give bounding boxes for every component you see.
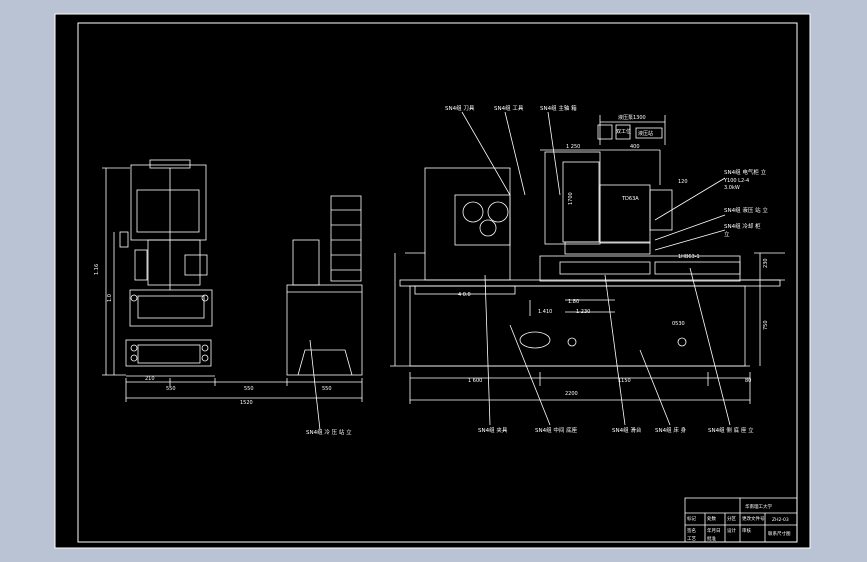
label-motor-box: 双工位 [616, 128, 631, 135]
label-mid-base: SN4组 中间 底座 [535, 426, 578, 434]
label-cooling-cabinet-2: 立 [724, 230, 730, 238]
label-tool: SN4组 工具 [494, 104, 524, 112]
title-cell-1: 标记 [687, 515, 696, 522]
drawing-inner-frame [77, 22, 798, 543]
dim-left-w4: 550 [322, 386, 332, 392]
title-cell-5: 签名 [687, 527, 696, 534]
title-cell-2: 处数 [707, 515, 716, 522]
label-cooling-cabinet: SN4组 冷却 柜 [724, 222, 761, 230]
dim-bot-1600: 1 600 [468, 378, 482, 384]
title-cell-10: 批准 [707, 535, 716, 542]
dim-right-120: 120 [678, 179, 688, 185]
label-fixture: SN4组 夹具 [478, 426, 508, 434]
title-drawing-name: 联系尺寸图 [768, 530, 791, 537]
dim-top-1250: 1 250 [566, 144, 580, 150]
dim-left-height: 1.16 [94, 264, 100, 275]
dim-mid-0530: 0530 [672, 321, 685, 327]
right-front-view [390, 111, 785, 426]
title-drawing-no: ZH2-03 [772, 517, 789, 523]
dim-top-400: 400 [630, 144, 640, 150]
label-side-base: SN4组 侧 底 座 立 [708, 426, 754, 434]
dim-right-750: 750 [763, 320, 769, 330]
title-block [684, 497, 798, 543]
dim-left-small-h: 1.0 [107, 294, 113, 302]
label-hydraulic-station: SN4组 液压 站 立 [724, 206, 768, 214]
label-electric-cabinet: SN4组 电气柜 立 [724, 168, 767, 176]
dim-bot-2200: 2200 [565, 391, 578, 397]
label-table-model: 1HB63-1 [678, 254, 700, 260]
title-school: 华南理工大学 [745, 503, 772, 510]
dim-left-w2: 550 [166, 386, 176, 392]
dim-mid-1230: 1 230 [576, 309, 590, 315]
dim-bot-80: 80 [745, 378, 751, 384]
dim-mid-400: 4 0.0 [458, 292, 471, 298]
dim-mid-1410: 1.410 [538, 309, 552, 315]
label-left-station: SN4组 冷 压 站 立 [306, 428, 352, 436]
label-cutter: SN4组 刀具 [445, 104, 475, 112]
label-motor-power: 3.0kW [724, 185, 740, 191]
dim-mid-size: 1.80 [568, 299, 579, 305]
label-motor-box-2: 液压站 [638, 130, 653, 137]
dim-top-span: 液压泵1300 [618, 114, 646, 121]
dim-bot-1150: 1150 [618, 378, 631, 384]
title-cell-8: 审核 [742, 527, 751, 534]
title-cell-9: 工艺 [687, 536, 696, 542]
label-spindle-box: SN4组 主轴 箱 [540, 104, 577, 112]
title-cell-6: 年月日 [707, 527, 721, 534]
label-motor-model: Y100 L2-4 [723, 178, 749, 184]
label-slide-table: SN4组 滑台 [612, 426, 642, 434]
label-slide-model: TD63A [621, 196, 639, 202]
dim-left-w3: 550 [244, 386, 254, 392]
dim-left-w1: 210 [145, 376, 155, 382]
label-bed: SN4组 床 身 [655, 426, 687, 434]
dim-right-h1: 1700 [568, 192, 574, 205]
title-cell-3: 分区 [727, 515, 736, 522]
title-cell-4: 更改文件号 [742, 515, 765, 522]
left-side-view [102, 159, 363, 431]
dim-left-total: 1520 [240, 400, 253, 406]
title-cell-7: 设计 [727, 527, 736, 534]
dim-right-230: 230 [763, 258, 769, 268]
